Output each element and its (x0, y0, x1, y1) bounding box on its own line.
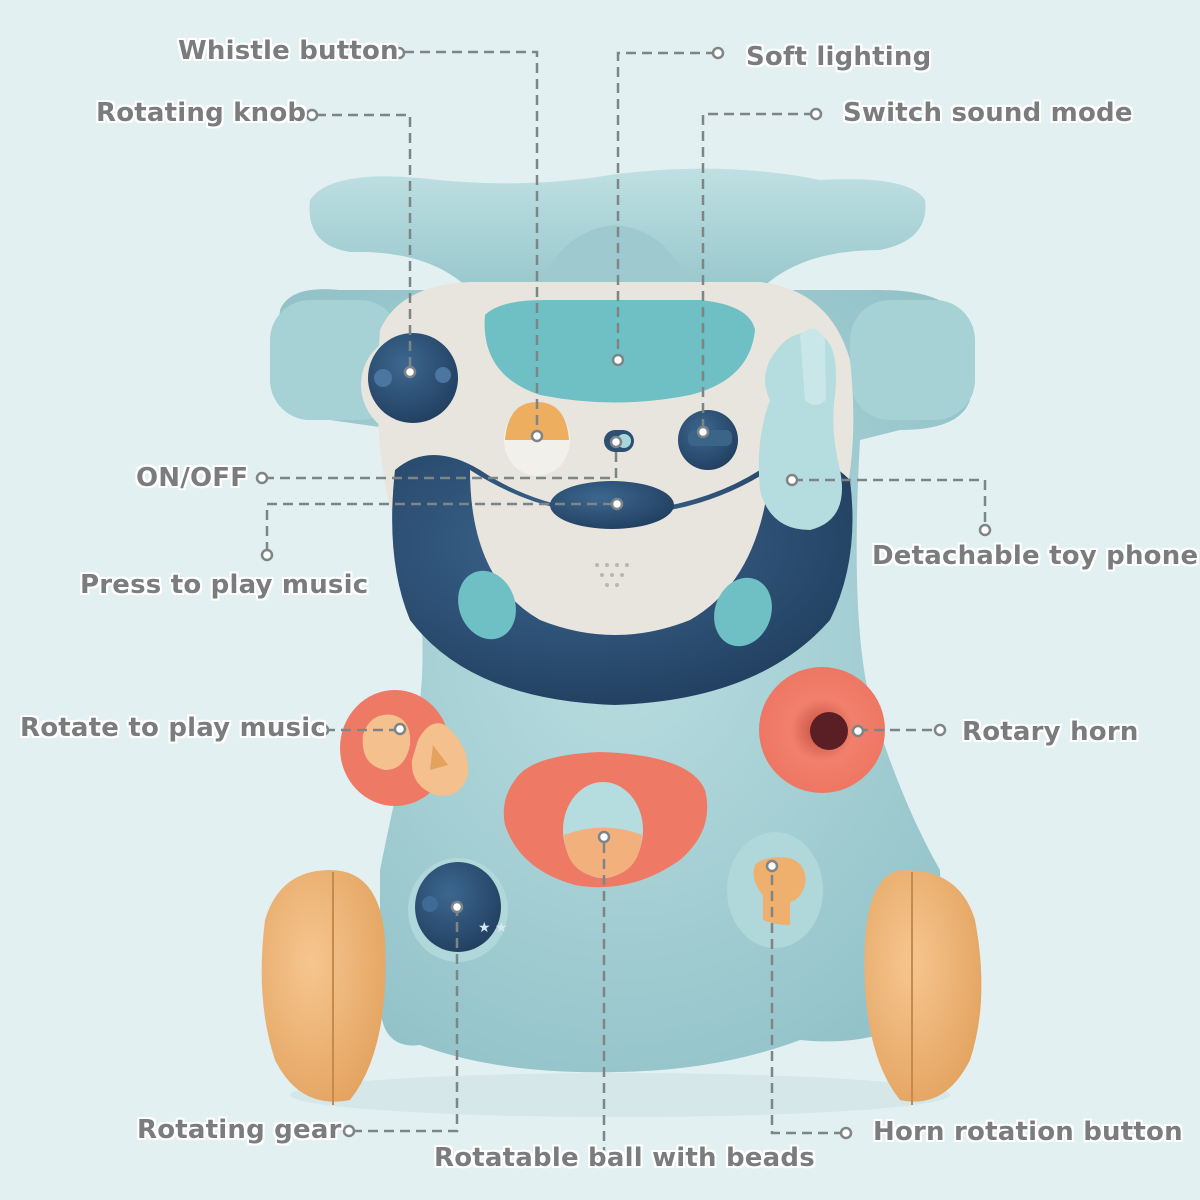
label-switch-sound-mode: Switch sound mode (843, 98, 1133, 128)
svg-text:★ ★: ★ ★ (478, 920, 508, 936)
label-rotate-to-play-music: Rotate to play music (20, 713, 326, 743)
label-press-to-play-music: Press to play music (80, 570, 369, 600)
label-soft-lighting: Soft lighting (746, 42, 932, 72)
soft-lighting-panel (484, 300, 755, 403)
detachable-toy-phone (758, 328, 842, 530)
label-rotatable-ball-with-beads: Rotatable ball with beads (434, 1143, 815, 1173)
floor-shadow (290, 1073, 950, 1117)
label-on-off: ON/OFF (136, 463, 249, 493)
label-rotary-horn: Rotary horn (962, 717, 1139, 747)
rotate-music-gears (340, 690, 469, 806)
horn-rotation-button (727, 832, 823, 948)
rotating-knob (361, 333, 465, 437)
ball-with-beads (503, 752, 708, 888)
label-horn-rotation-button: Horn rotation button (873, 1117, 1183, 1147)
callout-endpoints (255, 46, 992, 1166)
right-teal-button (714, 577, 772, 647)
left-teal-button (458, 570, 516, 640)
rotary-horn (759, 667, 885, 793)
label-rotating-knob: Rotating knob (96, 98, 307, 128)
left-wheel (261, 870, 386, 1105)
label-detachable-toy-phone: Detachable toy phone (872, 541, 1199, 571)
right-wheel (864, 870, 982, 1105)
speaker-grille (595, 563, 629, 587)
label-rotating-gear: Rotating gear (137, 1115, 342, 1145)
label-whistle-button: Whistle button (178, 36, 399, 66)
